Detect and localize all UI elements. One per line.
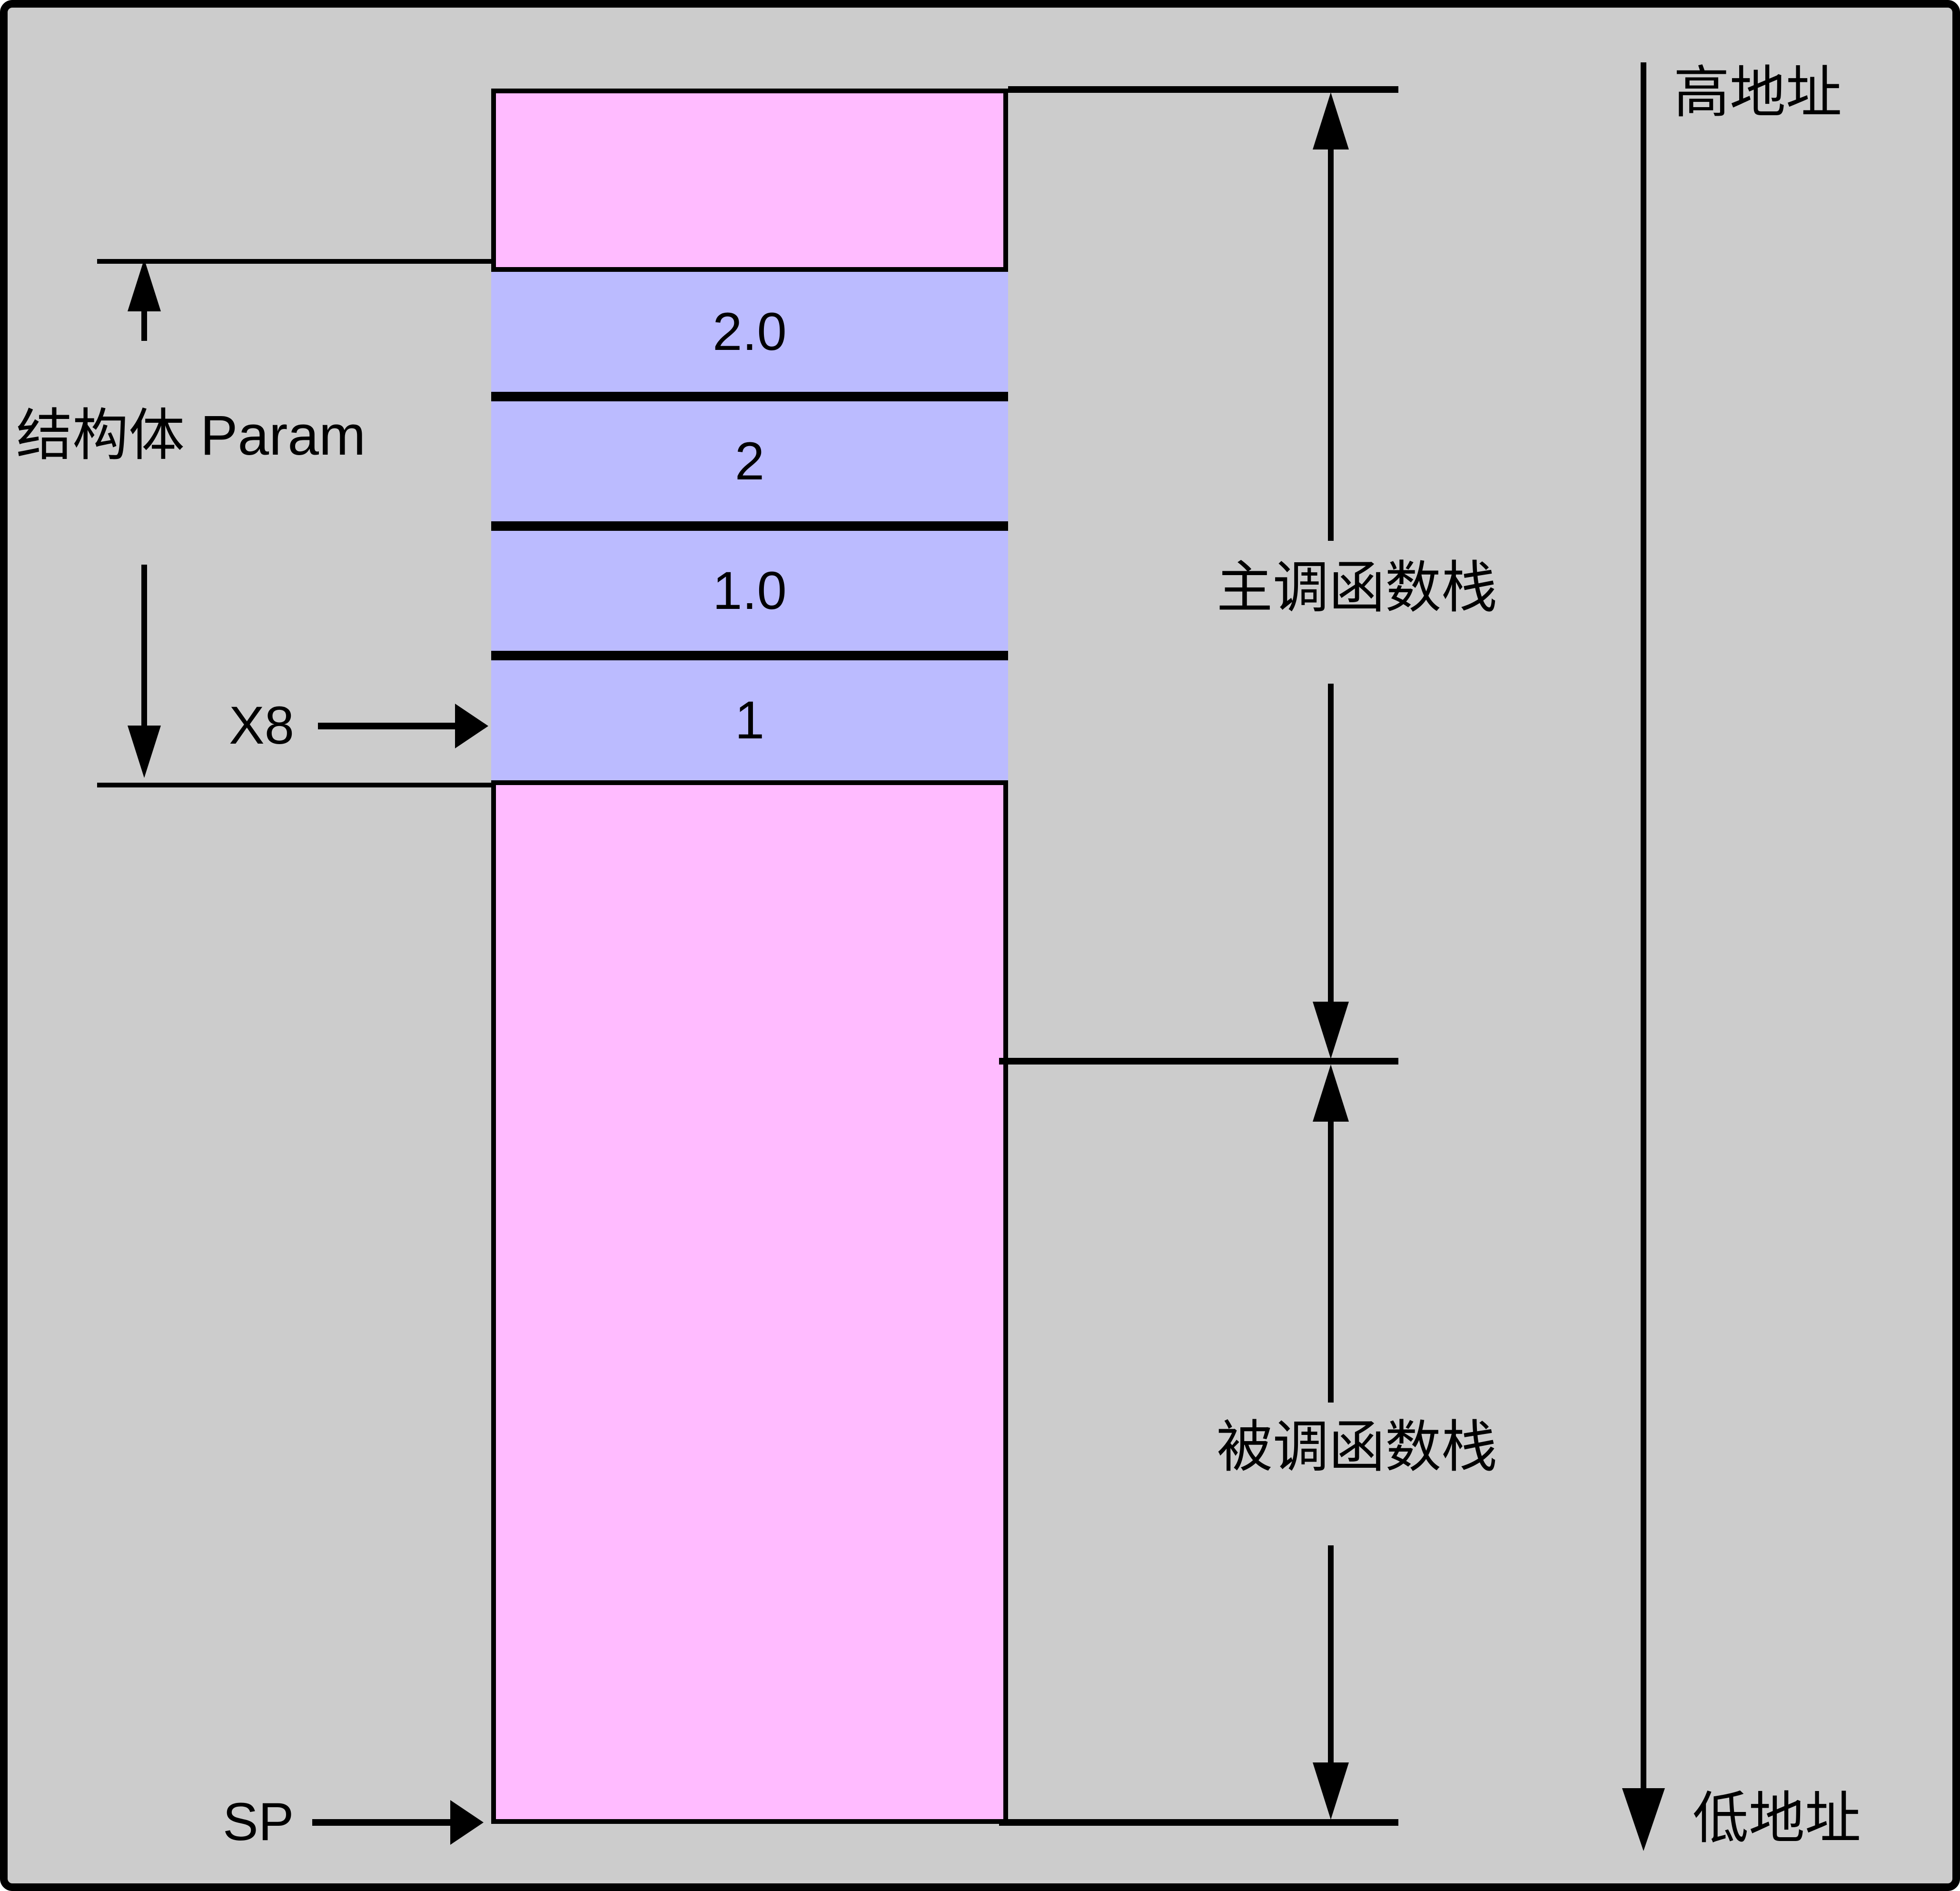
annotation-lines-layer: [97, 62, 1665, 1851]
stack-cell-3: 1: [491, 656, 1008, 785]
struct-param-label: 结构体 Param: [16, 404, 366, 467]
struct-bracket-up-arrow-head: [128, 259, 161, 311]
sp-arrow-head: [450, 1800, 484, 1845]
stack-cell-value: 2: [734, 431, 765, 491]
x8-arrow-head: [455, 704, 488, 748]
caller-stack-down-arrow-head: [1313, 1002, 1349, 1059]
stack-cell-value: 1: [734, 690, 765, 750]
stack-cell-1: 2: [491, 397, 1008, 526]
stack-cell-0: 2.0: [491, 267, 1008, 397]
sp-register-label: SP: [223, 1792, 294, 1851]
callee-stack-down-arrow-head: [1313, 1762, 1349, 1820]
stack-cell-value: 2.0: [713, 302, 787, 361]
low-address-label: 低地址: [1693, 1787, 1861, 1850]
struct-bracket-down-arrow-head: [128, 726, 161, 778]
caller-stack-up-arrow-head: [1313, 92, 1349, 149]
high-address-label: 高地址: [1673, 61, 1842, 124]
struct-param-cells: 2.0 2 1.0 1: [491, 267, 1008, 785]
address-direction-arrow-head: [1622, 1788, 1665, 1851]
caller-stack-label: 主调函数栈: [1217, 557, 1498, 619]
x8-register-label: X8: [229, 696, 294, 755]
callee-stack-label: 被调函数栈: [1217, 1416, 1498, 1479]
stack-cell-2: 1.0: [491, 526, 1008, 656]
callee-stack-up-arrow-head: [1313, 1065, 1349, 1122]
stack-cell-value: 1.0: [713, 561, 787, 620]
